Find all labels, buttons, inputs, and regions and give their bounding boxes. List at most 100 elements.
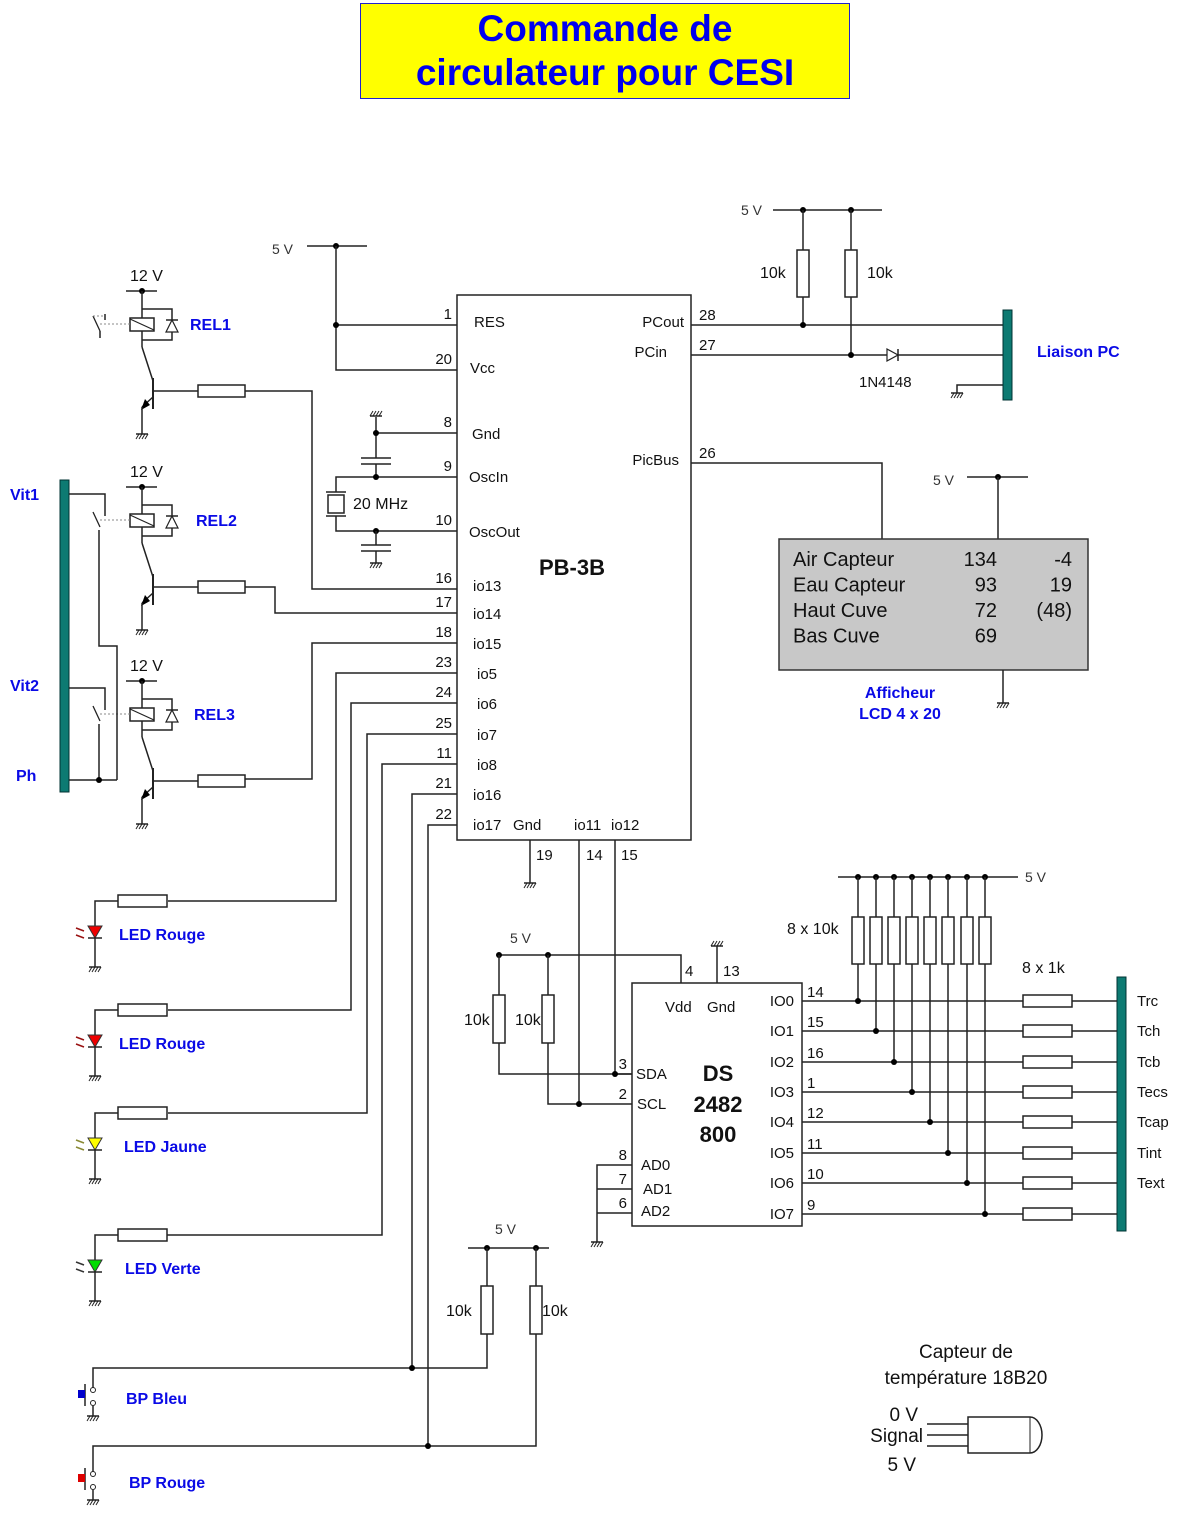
mcu-pin-num-28: 28 — [699, 307, 716, 324]
light-arrow-icon — [75, 934, 85, 939]
light-arrow-icon — [75, 1036, 85, 1041]
button-contact — [90, 1400, 96, 1406]
ds-pin-io0: IO0 — [770, 993, 794, 1010]
ds2482-name-3: 800 — [700, 1122, 737, 1147]
ph-label: Ph — [16, 768, 36, 785]
push-button-2: BP Rouge — [78, 1468, 205, 1506]
button-cap-icon — [78, 1390, 85, 1398]
transistor-emitter-arrow — [141, 595, 150, 606]
relay-switch — [92, 511, 101, 528]
light-arrow-icon — [75, 1139, 85, 1144]
vit1-label: Vit1 — [10, 487, 39, 504]
mcu-pin-num-10: 10 — [435, 512, 452, 529]
push-button-1: BP Bleu — [78, 1384, 187, 1422]
led-label: LED Rouge — [119, 1036, 205, 1053]
mcu-pin-num-17: 17 — [435, 594, 452, 611]
ground-icon — [135, 433, 149, 440]
led-icon — [87, 1259, 103, 1273]
transistor-emitter-arrow — [141, 399, 150, 410]
series-resistor — [1022, 1146, 1073, 1160]
lcd-label-1: Afficheur — [865, 685, 935, 702]
ground-icon — [135, 823, 149, 830]
pullup-resistor — [869, 916, 883, 965]
led-resistor — [117, 1003, 168, 1017]
ds-pin-num-2: 2 — [619, 1086, 627, 1103]
pb3b-chip — [456, 294, 692, 841]
ds-pin-num-8: 8 — [619, 1147, 627, 1164]
ds-pin-ad2: AD2 — [641, 1203, 670, 1220]
button-label: BP Rouge — [129, 1475, 205, 1492]
relay-switch — [92, 315, 101, 332]
relay-supply-label: 12 V — [130, 658, 163, 675]
diode-label: 1N4148 — [859, 374, 912, 391]
ds-pin-num-7: 7 — [619, 1171, 627, 1188]
flyback-diode — [165, 514, 179, 529]
series-array-label: 8 x 1k — [1022, 960, 1066, 977]
pullup-resistor — [941, 916, 955, 965]
led-resistor — [117, 894, 168, 908]
mcu-pin-num-23: 23 — [435, 654, 452, 671]
lcd-row-name: Eau Capteur — [793, 575, 906, 597]
ds-pin-io1: IO1 — [770, 1023, 794, 1040]
ds-pin-scl: SCL — [637, 1096, 666, 1113]
sensor-label: Tint — [1137, 1145, 1162, 1162]
lcd-row-value2: 19 — [1050, 575, 1072, 597]
ground-icon — [88, 1075, 102, 1082]
ds-pin-num-1: 1 — [807, 1075, 815, 1092]
pc-r1-label: 10k — [760, 265, 787, 282]
ds2482-name-1: DS — [703, 1061, 734, 1086]
pc-link-label: Liaison PC — [1037, 344, 1120, 361]
mcu-pin-num-1: 1 — [444, 306, 452, 323]
ds-pin-io3: IO3 — [770, 1084, 794, 1101]
button-contact — [90, 1387, 96, 1393]
crystal-label: 20 MHz — [353, 496, 408, 513]
ds-right-pins: IO014TrcIO115TchIO216TcbIO31TecsIO412Tca… — [770, 874, 1169, 1223]
mcu-pin-num-27: 27 — [699, 337, 716, 354]
mcu-pin-num-24: 24 — [435, 684, 452, 701]
sensor-label: Text — [1137, 1175, 1165, 1192]
ground-icon — [86, 1499, 100, 1506]
light-arrow-icon — [75, 1268, 85, 1273]
ds-pin-13: 13 — [723, 963, 740, 980]
mcu-pin-gnd: Gnd — [472, 426, 500, 443]
led-1: LED Rouge — [75, 894, 205, 973]
ds-pin-io2: IO2 — [770, 1054, 794, 1071]
mcu-pin-io15: io15 — [473, 636, 501, 653]
mcu-pin-io6: io6 — [477, 696, 497, 713]
pc-r2-label: 10k — [867, 265, 894, 282]
pc-5v-label: 5 V — [741, 202, 763, 218]
mcu-pin-num-9: 9 — [444, 458, 452, 475]
mcu-pin-num-8: 8 — [444, 414, 452, 431]
ground-icon — [88, 966, 102, 973]
transistor-collector — [141, 542, 154, 578]
relay-label: REL1 — [190, 317, 231, 334]
mcu-pin-num-26: 26 — [699, 445, 716, 462]
lcd-label-2: LCD 4 x 20 — [859, 706, 941, 723]
bp-r1-label: 10k — [446, 1303, 473, 1320]
ds-pin-ad1: AD1 — [643, 1181, 672, 1198]
i2c-r1-label: 10k — [464, 1012, 491, 1029]
pullup-resistor — [978, 916, 992, 965]
flyback-diode — [165, 318, 179, 333]
title-line-1: Commande de — [477, 8, 733, 49]
ds-pin-gnd: Gnd — [707, 999, 735, 1016]
ds-5v-label: 5 V — [1025, 869, 1047, 885]
ds-pin-io5: IO5 — [770, 1145, 794, 1162]
sensor-label: Tch — [1137, 1023, 1160, 1040]
pullup-resistor — [851, 916, 865, 965]
lcd-row-value2: -4 — [1054, 549, 1072, 571]
sensor-connector — [1116, 976, 1127, 1232]
lcd-row-value1: 72 — [975, 600, 997, 622]
base-resistor — [197, 580, 246, 594]
led-resistor — [117, 1228, 168, 1242]
mcu-pin-num-21: 21 — [435, 775, 452, 792]
mcu-pin-io13: io13 — [473, 578, 501, 595]
